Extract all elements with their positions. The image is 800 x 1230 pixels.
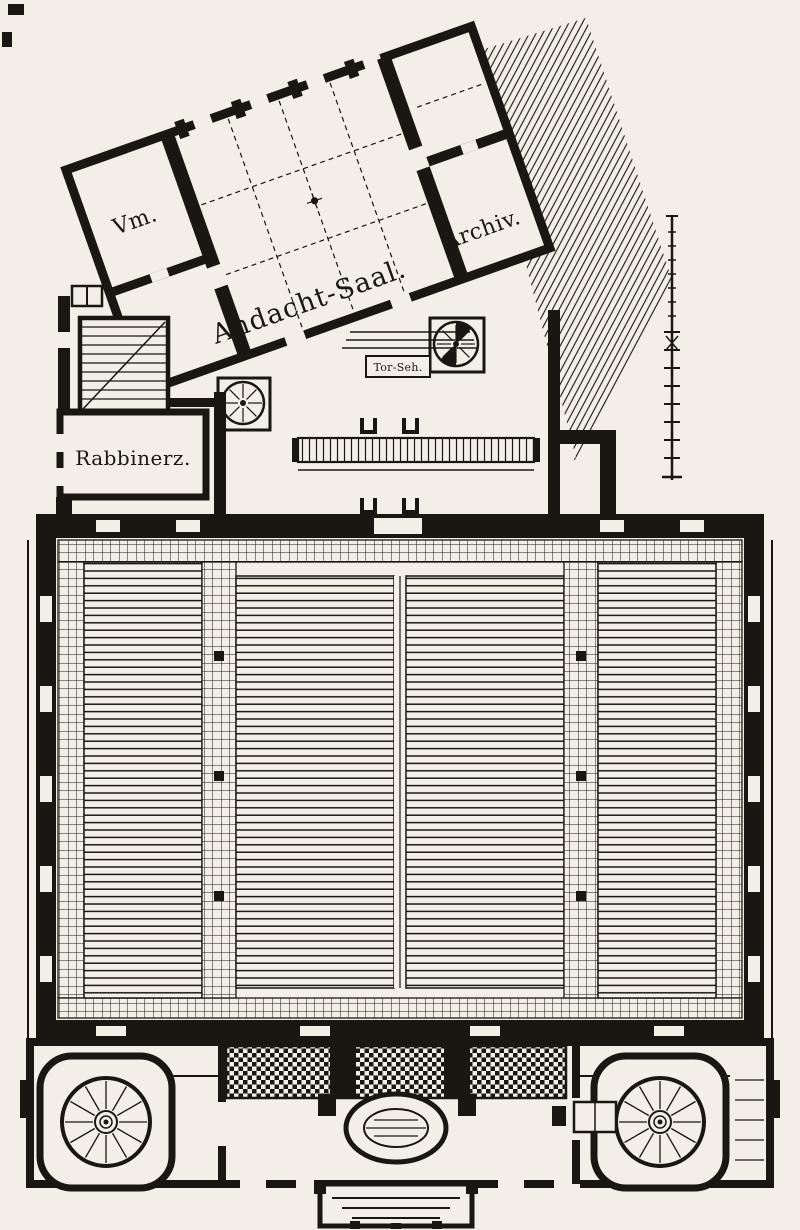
pew-bank-right <box>597 561 717 999</box>
pew-bank-left <box>83 561 203 999</box>
door-gap <box>460 139 479 155</box>
entrance-steps <box>314 1180 478 1229</box>
entrance-oval <box>318 1091 476 1165</box>
room-label-rabbinerz: Rabbinerz. <box>75 446 191 470</box>
hall-grid-bands <box>57 539 743 1019</box>
entrance-wing <box>20 1030 780 1229</box>
hall-columns <box>214 651 586 901</box>
gate-label: Tor-Seh. <box>373 361 422 374</box>
main-hall <box>27 514 773 1042</box>
door-gap <box>149 268 170 283</box>
entrance-interior-walls <box>218 1042 580 1184</box>
spiral-stair-right <box>428 316 486 374</box>
bimah-platform <box>296 436 536 464</box>
pew-bank-center-left <box>235 575 395 989</box>
annex-wall-pilasters <box>174 58 360 140</box>
print-artifacts <box>2 4 24 47</box>
hall-windows <box>40 518 760 1036</box>
connector-steps <box>342 331 478 349</box>
saal-center-ornament <box>306 193 323 209</box>
mosaic-floor-strip <box>224 1030 568 1100</box>
stair-run-left <box>77 315 171 415</box>
annex-wing: Vm. Andacht-Saal. Archiv. <box>60 20 556 398</box>
room-rabbinerz: Rabbinerz. <box>56 408 210 517</box>
pew-bank-center-right <box>405 575 565 989</box>
scale-bar <box>662 215 682 480</box>
stair-tower-left <box>36 1052 176 1192</box>
service-fixtures <box>552 1100 618 1134</box>
connector-vestibule: Tor-Seh. <box>168 310 616 518</box>
right-side-steps <box>735 1079 764 1161</box>
annex-wall-windows <box>192 52 413 348</box>
left-outer-wall-upper <box>58 284 104 412</box>
